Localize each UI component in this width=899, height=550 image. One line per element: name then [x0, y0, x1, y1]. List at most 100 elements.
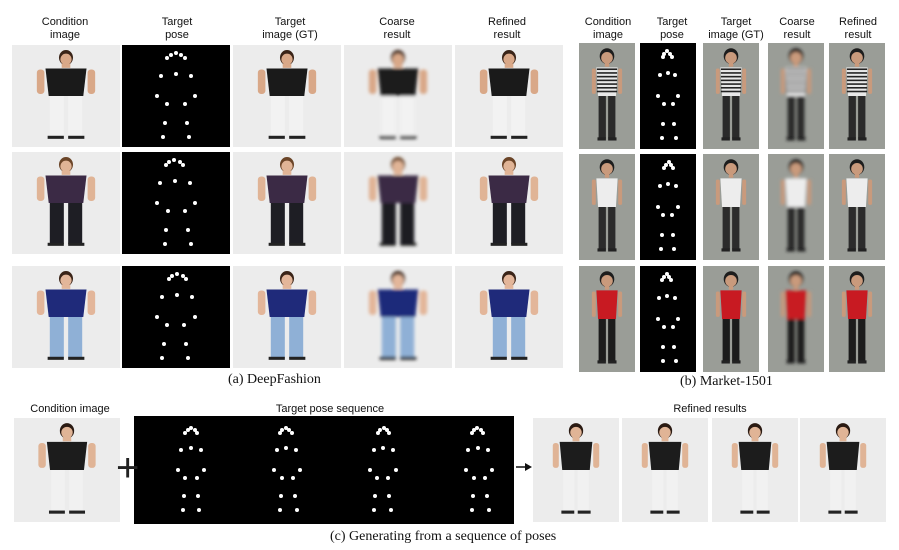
pose-keypoint: [180, 274, 185, 279]
pose-keypoint: [665, 70, 670, 75]
pose-keypoint: [165, 56, 170, 61]
mk-refined-result: [829, 266, 885, 372]
pose-keypoint: [655, 94, 660, 98]
pose-keypoint: [287, 428, 292, 432]
mk-coarse-result: [768, 43, 824, 149]
pose-keypoint: [297, 468, 302, 472]
pose-keypoint: [665, 293, 670, 298]
pose-keypoint: [471, 476, 476, 480]
mk-header-coarse: Coarse result: [779, 16, 815, 41]
pose-keypoint: [388, 508, 393, 512]
pose-keypoint: [189, 426, 193, 430]
pose-keypoint: [174, 292, 179, 297]
pose-keypoint: [393, 468, 398, 472]
pose-keypoint: [182, 494, 186, 498]
pose-keypoint: [671, 232, 676, 237]
pose-keypoint: [664, 272, 669, 277]
pose-keypoint: [673, 295, 678, 300]
df-header-pose: Target pose: [161, 16, 193, 41]
df-coarse-result: [344, 45, 452, 147]
mk-target-gt-image: [703, 43, 759, 149]
pose-keypoint: [655, 317, 660, 321]
pose-keypoint: [158, 180, 163, 185]
pose-keypoint: [466, 448, 471, 452]
pose-keypoint: [655, 205, 660, 209]
pose-keypoint: [671, 165, 676, 170]
pose-keypoint: [179, 448, 184, 452]
pose-keypoint: [284, 446, 289, 450]
df-header-condition: Condition image: [41, 16, 89, 41]
pose-keypoint: [290, 476, 295, 480]
pose-keypoint: [192, 428, 197, 432]
pose-keypoint: [193, 201, 198, 205]
pose-keypoint: [475, 426, 480, 430]
pose-keypoint: [182, 56, 187, 61]
pose-keypoint: [174, 51, 178, 56]
df-header-gt: Target image (GT): [262, 16, 318, 41]
pose-keypoint: [387, 431, 392, 435]
pose-keypoint: [670, 213, 675, 218]
pose-keypoint: [482, 476, 487, 480]
pose-keypoint: [661, 274, 666, 279]
pose-keypoint: [161, 134, 166, 139]
pose-keypoint: [289, 431, 294, 435]
pose-keypoint: [165, 102, 170, 107]
pose-keypoint: [181, 163, 186, 168]
pose-keypoint: [154, 315, 159, 319]
pose-keypoint: [182, 323, 187, 328]
df-caption: (a) DeepFashion: [228, 372, 321, 387]
pose-keypoint: [658, 183, 663, 188]
pose-keypoint: [385, 428, 390, 432]
pose-keypoint: [673, 72, 678, 77]
mk-caption: (b) Market-1501: [680, 374, 773, 389]
pose-keypoint: [163, 120, 168, 125]
pose-keypoint: [667, 274, 672, 279]
pose-keypoint: [183, 431, 188, 435]
pose-keypoint: [368, 468, 373, 472]
pose-keypoint: [162, 241, 167, 246]
plus-symbol: +: [116, 446, 140, 490]
pose-keypoint: [660, 54, 665, 59]
pose-keypoint: [657, 295, 662, 300]
mk-condition-image: [579, 266, 635, 372]
seq-refined-result: [712, 418, 798, 522]
pose-keypoint: [670, 325, 675, 330]
pose-keypoint: [193, 94, 198, 98]
pose-keypoint: [658, 247, 663, 252]
pose-keypoint: [381, 446, 386, 450]
pose-keypoint: [169, 274, 174, 279]
mk-header-pose: Target pose: [656, 16, 688, 41]
mk-refined-result: [829, 43, 885, 149]
pose-keypoint: [180, 508, 185, 512]
pose-keypoint: [373, 494, 378, 498]
pose-keypoint: [196, 494, 200, 498]
pose-keypoint: [272, 468, 277, 472]
pose-keypoint: [672, 121, 677, 126]
pose-keypoint: [659, 232, 664, 237]
pose-keypoint: [669, 162, 674, 167]
pose-keypoint: [183, 476, 188, 480]
mk-condition-image: [579, 154, 635, 260]
pose-keypoint: [165, 323, 170, 328]
pose-keypoint: [667, 51, 672, 56]
pose-keypoint: [185, 428, 190, 432]
mk-target-pose: [640, 154, 696, 260]
seq-pose-label: Target pose sequence: [275, 403, 385, 415]
df-target-gt-image: [233, 152, 341, 254]
pose-keypoint: [183, 341, 188, 346]
pose-keypoint: [278, 494, 283, 498]
pose-keypoint: [189, 73, 194, 78]
df-coarse-result: [344, 152, 452, 254]
mk-target-pose: [640, 43, 696, 149]
pose-keypoint: [676, 94, 681, 98]
pose-keypoint: [175, 272, 180, 277]
pose-keypoint: [674, 183, 679, 188]
pose-keypoint: [294, 508, 299, 512]
pose-keypoint: [168, 53, 173, 58]
pose-keypoint: [660, 277, 665, 282]
pose-keypoint: [166, 277, 171, 282]
pose-keypoint: [194, 431, 199, 435]
pose-keypoint: [278, 431, 283, 435]
pose-keypoint: [182, 102, 187, 107]
pose-keypoint: [665, 49, 670, 54]
